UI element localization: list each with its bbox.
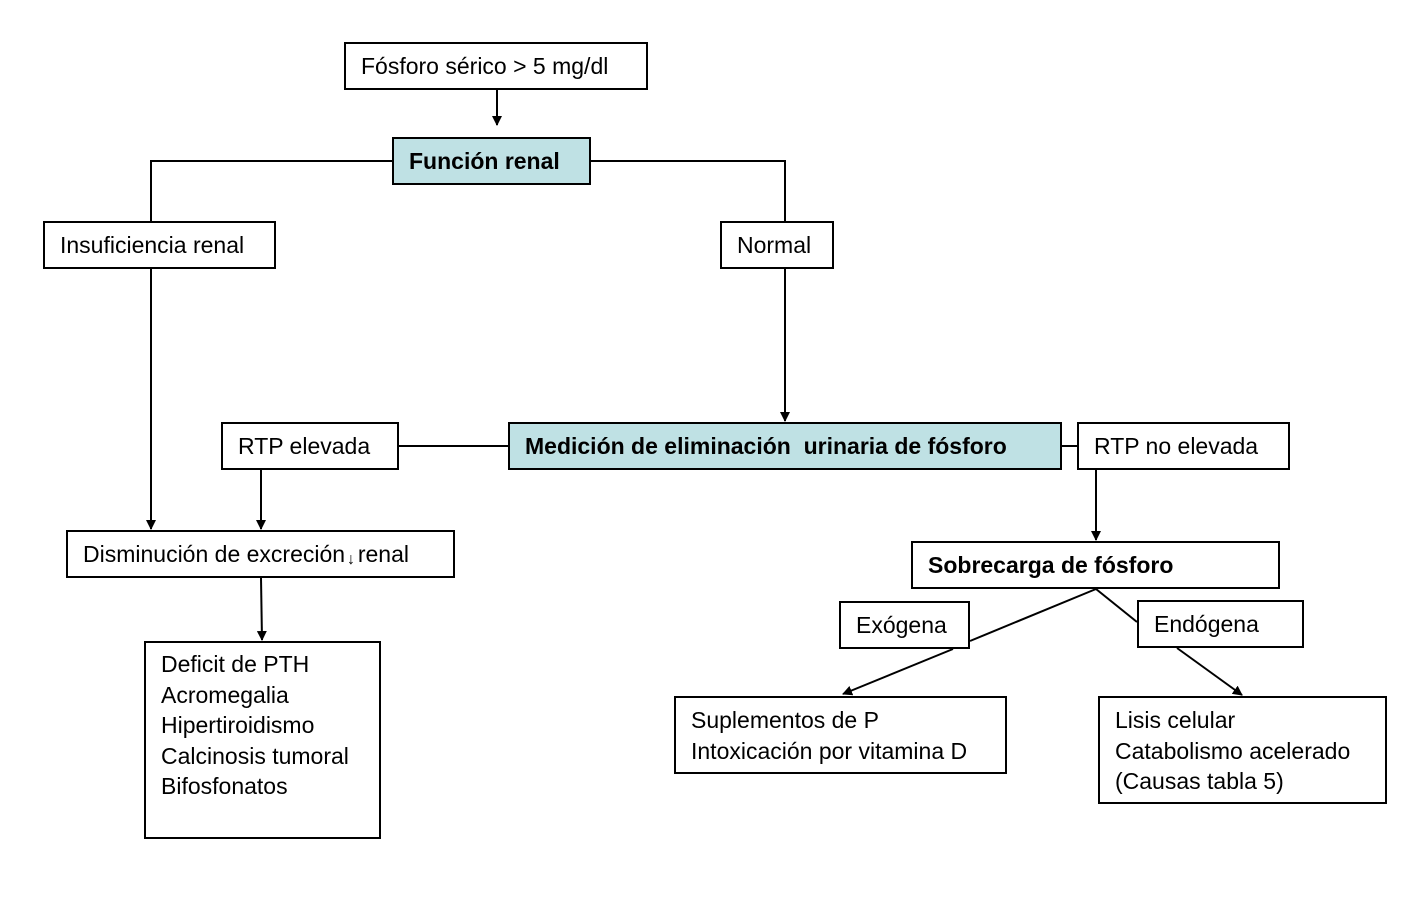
connector-sobrecarga-to-endogena	[1095, 588, 1138, 623]
list-item: Suplementos de P	[691, 707, 879, 733]
node-endogena: Endógena	[1137, 600, 1304, 648]
node-label: Insuficiencia renal	[60, 232, 245, 258]
node-fosforo-serico: Fósforo sérico > 5 mg/dl	[344, 42, 648, 90]
node-label: RTP no elevada	[1094, 433, 1259, 459]
node-label: Exógena	[856, 612, 947, 638]
list-item: Deficit de PTH	[161, 651, 310, 677]
node-insuficiencia-renal: Insuficiencia renal	[43, 221, 276, 269]
node-label: Función renal	[409, 148, 560, 174]
node-rtp-no-elevada: RTP no elevada	[1077, 422, 1290, 470]
node-medicion-eliminacion: Medición de eliminación urinaria de fósf…	[508, 422, 1062, 470]
list-item: (Causas tabla 5)	[1115, 768, 1284, 794]
node-label: Endógena	[1154, 611, 1259, 637]
node-label: Normal	[737, 232, 812, 258]
node-causas-disminucion: Deficit de PTH Acromegalia Hipertiroidis…	[144, 641, 381, 839]
list-item: Calcinosis tumoral	[161, 742, 349, 769]
node-disminucion-excrecion: Disminución de excreción renal	[66, 530, 455, 578]
list-item: Acromegalia	[161, 681, 289, 708]
node-label: RTP elevada	[238, 433, 371, 459]
arrow-disminucion-to-deficit	[256, 577, 267, 641]
node-exogena: Exógena	[839, 601, 970, 649]
node-causas-endogena: Lisis celular Catabolismo acelerado (Cau…	[1098, 696, 1387, 804]
node-causas-exogena: Suplementos de P Intoxicación por vitami…	[674, 696, 1007, 774]
connector-sobrecarga-to-exogena	[969, 588, 1097, 642]
arrow-endogena-to-lisis	[1176, 647, 1243, 696]
node-normal: Normal	[720, 221, 834, 269]
list-item: Bifosfonatos	[161, 773, 288, 799]
node-label: Medición de eliminación urinaria de fósf…	[525, 433, 1007, 459]
list-item: Hipertiroidismo	[161, 712, 315, 738]
node-funcion-renal: Función renal	[392, 137, 591, 185]
connector-funcion-to-normal	[591, 160, 786, 221]
node-label: Fósforo sérico > 5 mg/dl	[361, 53, 609, 79]
list-item: Lisis celular	[1115, 707, 1236, 733]
node-sobrecarga-fosforo: Sobrecarga de fósforo	[911, 541, 1280, 589]
connector-funcion-to-insuficiencia	[150, 160, 392, 221]
arrow-exogena-to-suplementos	[842, 648, 954, 696]
list-item: Intoxicación por vitamina D	[691, 737, 968, 764]
node-label: Sobrecarga de fósforo	[928, 552, 1174, 578]
node-rtp-elevada: RTP elevada	[221, 422, 399, 470]
list-item: Catabolismo acelerado	[1115, 737, 1351, 764]
cursor-arrow-icon: ↓	[347, 551, 355, 568]
node-label: Disminución de excreción renal	[83, 541, 409, 567]
